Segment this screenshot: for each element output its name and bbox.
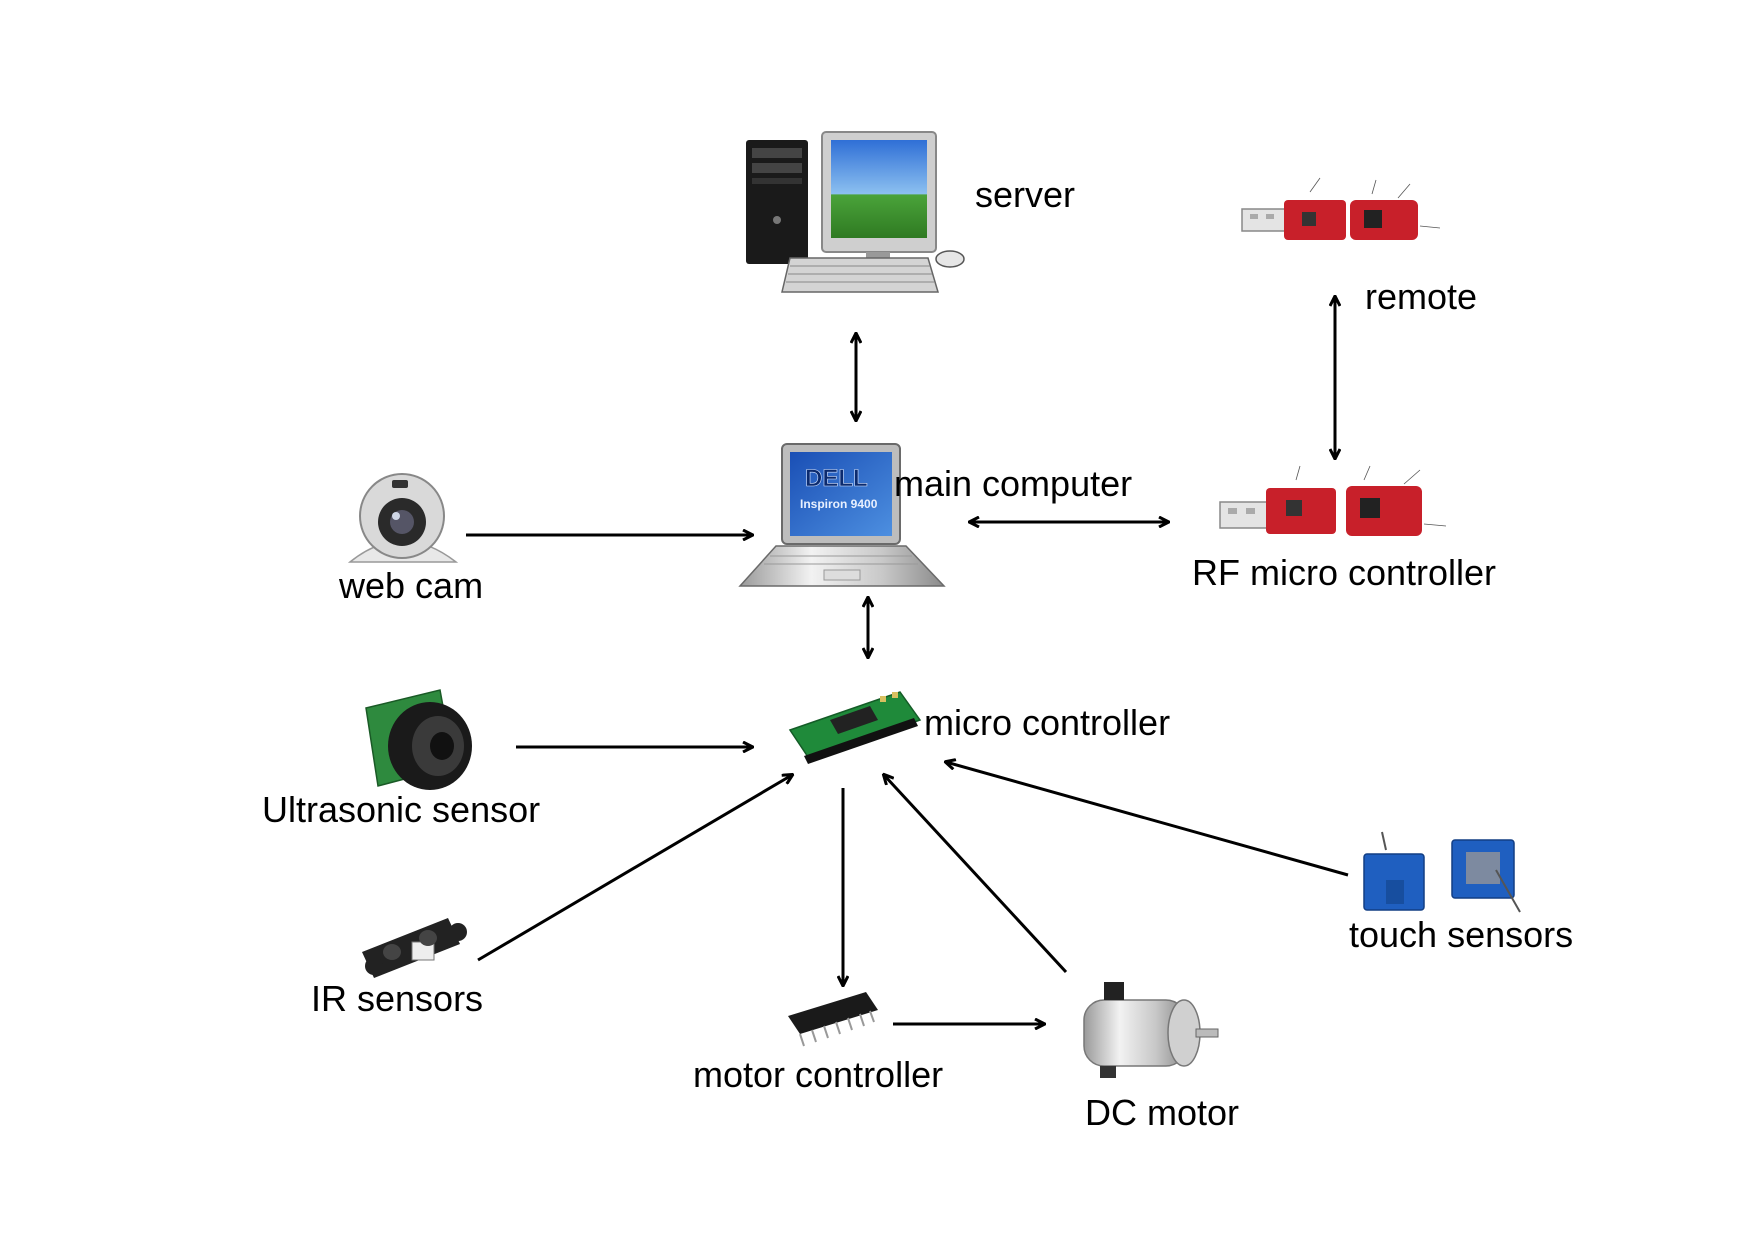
- ir-sensors-label: IR sensors: [311, 978, 483, 1019]
- remote-board-icon: [1241, 177, 1441, 240]
- laptop-icon: DELL Inspiron 9400: [738, 443, 946, 587]
- motor-controller-label: motor controller: [693, 1054, 943, 1095]
- motor-controller-chip-icon: [788, 992, 878, 1047]
- arrow-dcmotor-micro: [884, 775, 1068, 974]
- remote-label: remote: [1365, 276, 1477, 317]
- micro-controller-label: micro controller: [924, 702, 1170, 743]
- server-label: server: [975, 174, 1075, 215]
- webcam-icon: [347, 473, 459, 563]
- arrow-ir-micro: [477, 775, 792, 962]
- laptop-brand-text: DELL: [805, 465, 868, 492]
- ultrasonic-sensor-label: Ultrasonic sensor: [262, 789, 540, 830]
- micro-controller-board-icon: [788, 691, 922, 764]
- rf-board-icon: [1219, 465, 1447, 536]
- server-icon: [746, 131, 965, 293]
- ir-sensor-icon: [362, 918, 467, 978]
- touch-sensors-icon: [1363, 831, 1521, 913]
- ultrasonic-sensor-icon: [365, 689, 472, 790]
- main-computer-label: main computer: [894, 463, 1132, 504]
- dc-motor-label: DC motor: [1085, 1092, 1239, 1133]
- arrow-touch-micro: [946, 762, 1349, 877]
- dc-motor-icon: [1083, 982, 1219, 1078]
- touch-sensors-label: touch sensors: [1349, 914, 1573, 955]
- web-cam-label: web cam: [338, 565, 483, 606]
- laptop-model-text: Inspiron 9400: [800, 497, 878, 511]
- connection-arrows: [466, 297, 1349, 1024]
- rf-micro-controller-label: RF micro controller: [1192, 552, 1496, 593]
